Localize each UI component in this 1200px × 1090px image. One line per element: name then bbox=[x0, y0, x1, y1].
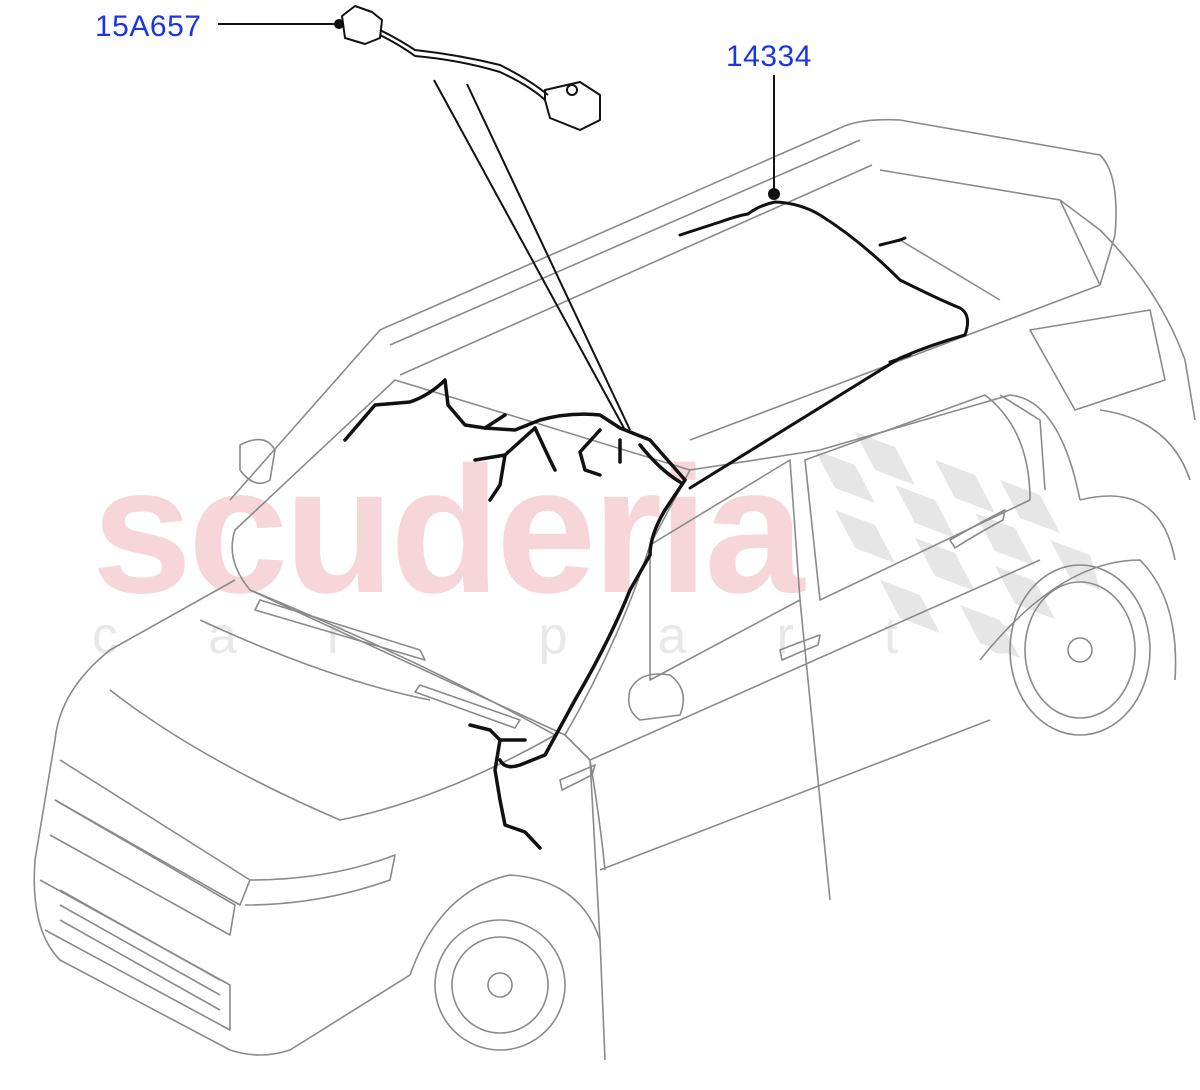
car-body-outline bbox=[33, 118, 1196, 1061]
callout-label-14334[interactable]: 14334 bbox=[726, 40, 812, 73]
watermark-scuderia: scuderia bbox=[92, 430, 804, 631]
roof-harness-14334 bbox=[678, 200, 970, 490]
watermark-car-parts: car parts bbox=[92, 607, 1105, 665]
front-harness bbox=[343, 378, 687, 850]
component-15A657 bbox=[341, 5, 601, 131]
callout-label-15A657[interactable]: 15A657 bbox=[95, 10, 202, 43]
leader-lines bbox=[218, 19, 780, 431]
checkered-flag-watermark bbox=[815, 432, 1100, 658]
